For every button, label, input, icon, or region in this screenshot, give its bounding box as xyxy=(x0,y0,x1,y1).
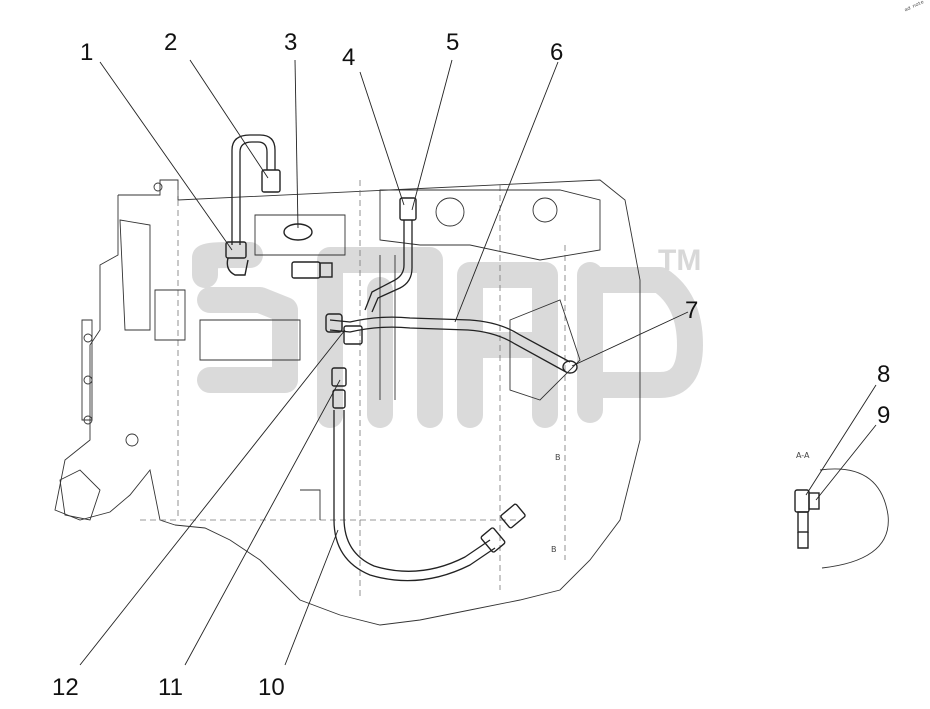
corner-mark: ᵃᵈ ⁿᵒᵗᵉ xyxy=(903,0,926,16)
section-mark-b1: B xyxy=(555,453,561,462)
engine-block: B B xyxy=(54,179,641,626)
callout-labels: 1 2 3 4 5 6 7 8 9 10 11 12 xyxy=(52,29,890,701)
callout-7: 7 xyxy=(685,297,698,324)
callout-12: 12 xyxy=(52,674,79,701)
watermark-tm: TM xyxy=(658,244,701,277)
pipe-6 xyxy=(325,313,578,374)
callout-9: 9 xyxy=(877,402,890,429)
section-mark-b2: B xyxy=(551,545,557,554)
callout-1: 1 xyxy=(80,39,93,66)
callout-10: 10 xyxy=(258,674,285,701)
detail-view: A-A xyxy=(794,451,889,569)
callout-2: 2 xyxy=(164,29,177,56)
detail-label: A-A xyxy=(796,451,810,460)
callout-11: 11 xyxy=(158,674,183,701)
pipe-2 xyxy=(225,134,281,276)
hose-10 xyxy=(331,367,526,582)
callout-4: 4 xyxy=(342,44,355,71)
callout-8: 8 xyxy=(877,361,890,388)
callout-3: 3 xyxy=(284,29,297,56)
callout-5: 5 xyxy=(446,29,459,56)
leader-lines xyxy=(79,59,877,666)
callout-6: 6 xyxy=(550,39,563,66)
pipe-5 xyxy=(364,197,417,313)
